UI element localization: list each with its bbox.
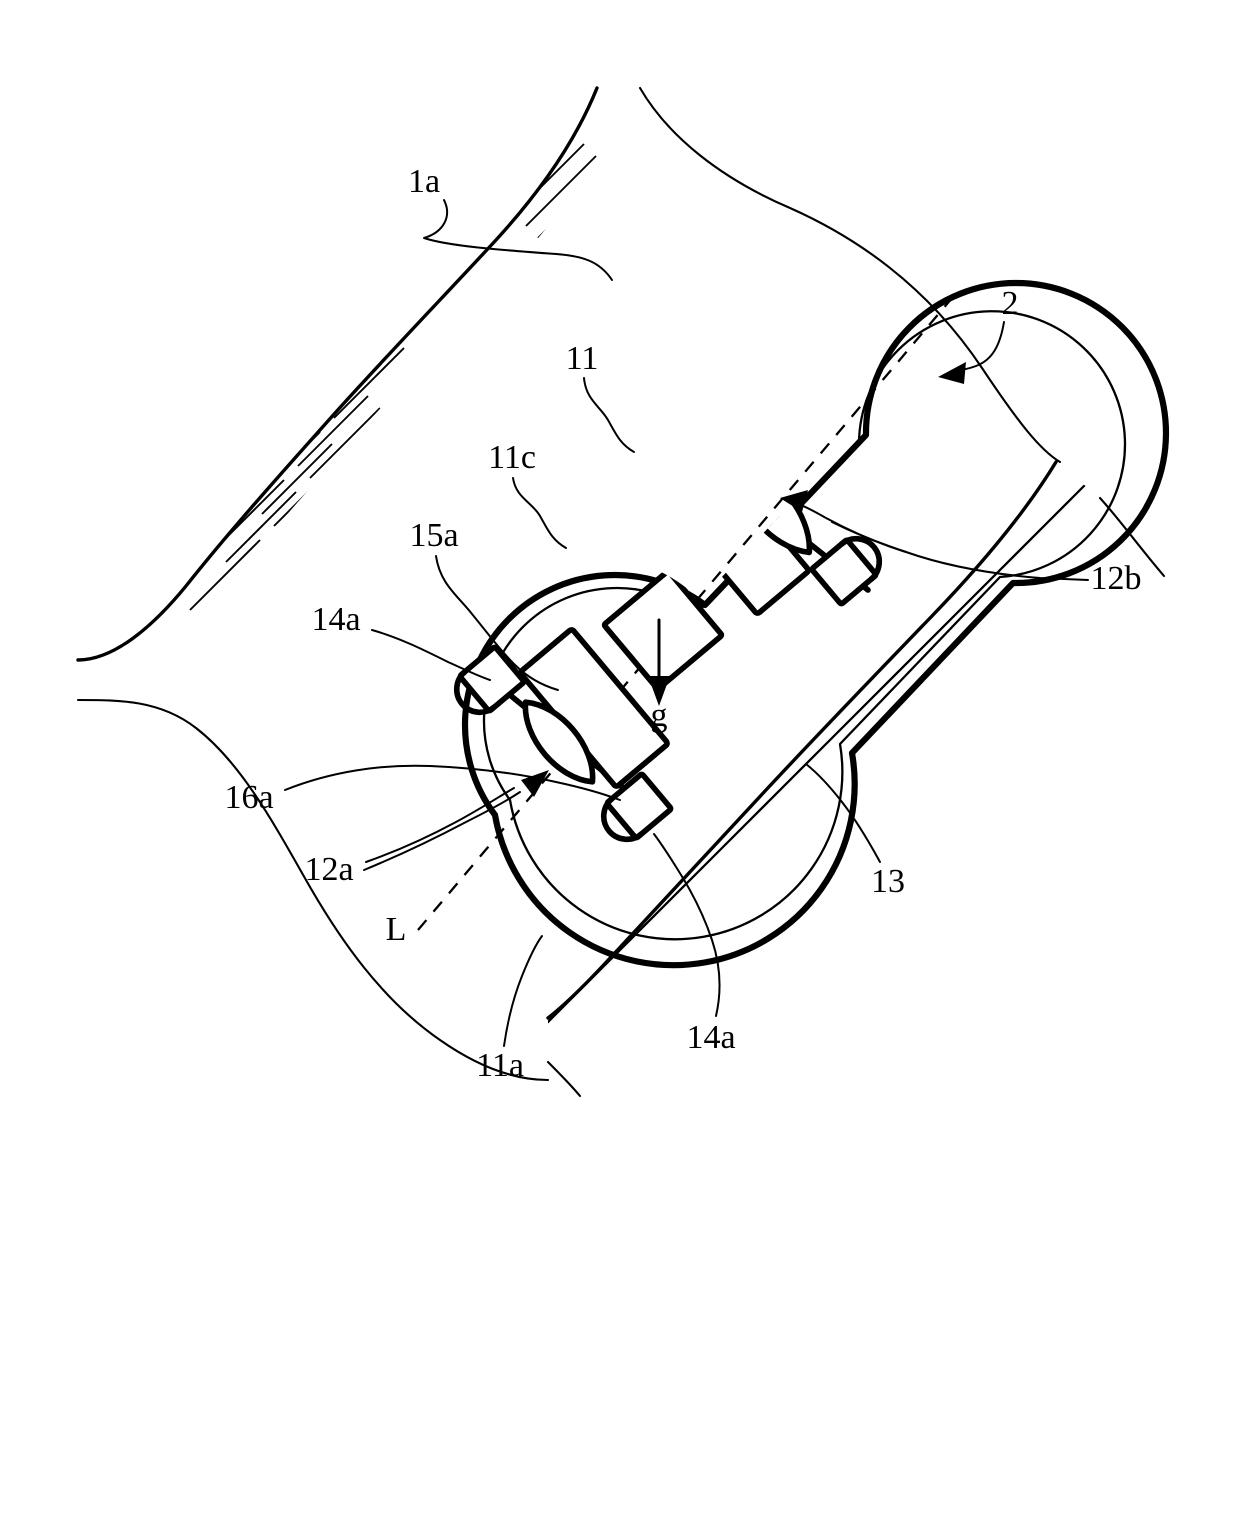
magnet-front-14a [665,406,739,478]
leader-12a-arrowline [363,791,521,871]
label-2: 2 [1002,285,1019,322]
label-16a: 16a [224,779,273,816]
leader-2 [956,321,1005,371]
leader-14a-lower [653,833,721,1017]
capsule-inner-shell-11c [482,310,1127,941]
leader-12b-inner [797,503,907,553]
gravity-arrow-head [648,676,670,706]
lumen-contour-upper-right [638,86,1062,464]
label-11: 11 [566,340,599,377]
label-11a: 11a [476,1047,524,1084]
label-14a-lower: 14a [686,1019,735,1056]
lumen-contour-bottom [546,1060,582,1098]
label-L: L [386,911,407,948]
lumen-wall-upper-group [76,86,1062,1082]
leader-11a [503,935,543,1047]
leader-14a-upper [371,629,491,681]
optical-dome-12a [522,699,596,785]
label-12a: 12a [304,851,353,888]
lumen-wall-upper-edge [76,86,599,662]
magnet-rear-lower-14a [600,771,674,843]
reference-labels: 1a 2 11 11c 15a 14a 12b g 16a 12a 13 L 1… [224,163,1141,1084]
leader-15a [435,555,559,691]
lumen-wall-lower-edge [546,460,1058,1020]
capsule-shell-group [461,279,1170,969]
magnet-front-lower-14a [809,535,883,607]
label-14a-upper: 14a [311,601,360,638]
lumen-wall-lower-group [546,460,1166,1098]
leader-16a [284,764,621,801]
leader-13 [805,763,881,863]
magnet-rear-14a [453,644,527,716]
label-g: g [651,697,668,734]
imaging-unit-rear-12a [453,627,674,843]
lumen-contour-lower-right [1098,496,1166,578]
board-16a [601,568,725,692]
label-13: 13 [871,863,905,900]
gravity-arrow-group [648,618,670,706]
leader-lines [284,199,1089,1047]
leader-2-arrowhead [938,362,966,384]
leader-12b-arrowhead [780,490,808,512]
lumen-contour-lower-left [76,698,550,1082]
label-15a: 15a [409,517,458,554]
leader-12a [365,787,515,863]
label-1a: 1a [408,163,440,200]
leader-1a [423,199,613,281]
label-12b: 12b [1091,560,1142,597]
capsule-outer-shell-11 [461,279,1170,969]
leader-12a-arrowhead [521,770,549,797]
leader-11c [512,477,567,549]
leader-11 [583,377,635,453]
label-11c: 11c [488,439,536,476]
